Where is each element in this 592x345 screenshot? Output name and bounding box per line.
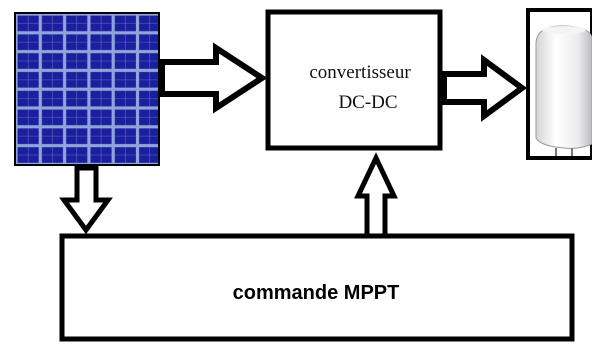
arrow-converter-to-load	[441, 54, 528, 122]
arrow-mppt-to-converter	[354, 152, 398, 239]
converter-label-line1: convertisseur	[309, 62, 411, 83]
water-heater-icon	[526, 8, 592, 160]
arrow-panel-to-mppt	[59, 165, 113, 235]
mppt-controller-label: commande MPPT	[233, 282, 400, 304]
mppt-controller-box	[59, 233, 575, 342]
converter-box	[265, 9, 443, 151]
converter-label-line2: DC-DC	[338, 92, 397, 113]
solar-panel-icon	[14, 12, 160, 166]
arrow-panel-to-converter	[159, 42, 268, 114]
